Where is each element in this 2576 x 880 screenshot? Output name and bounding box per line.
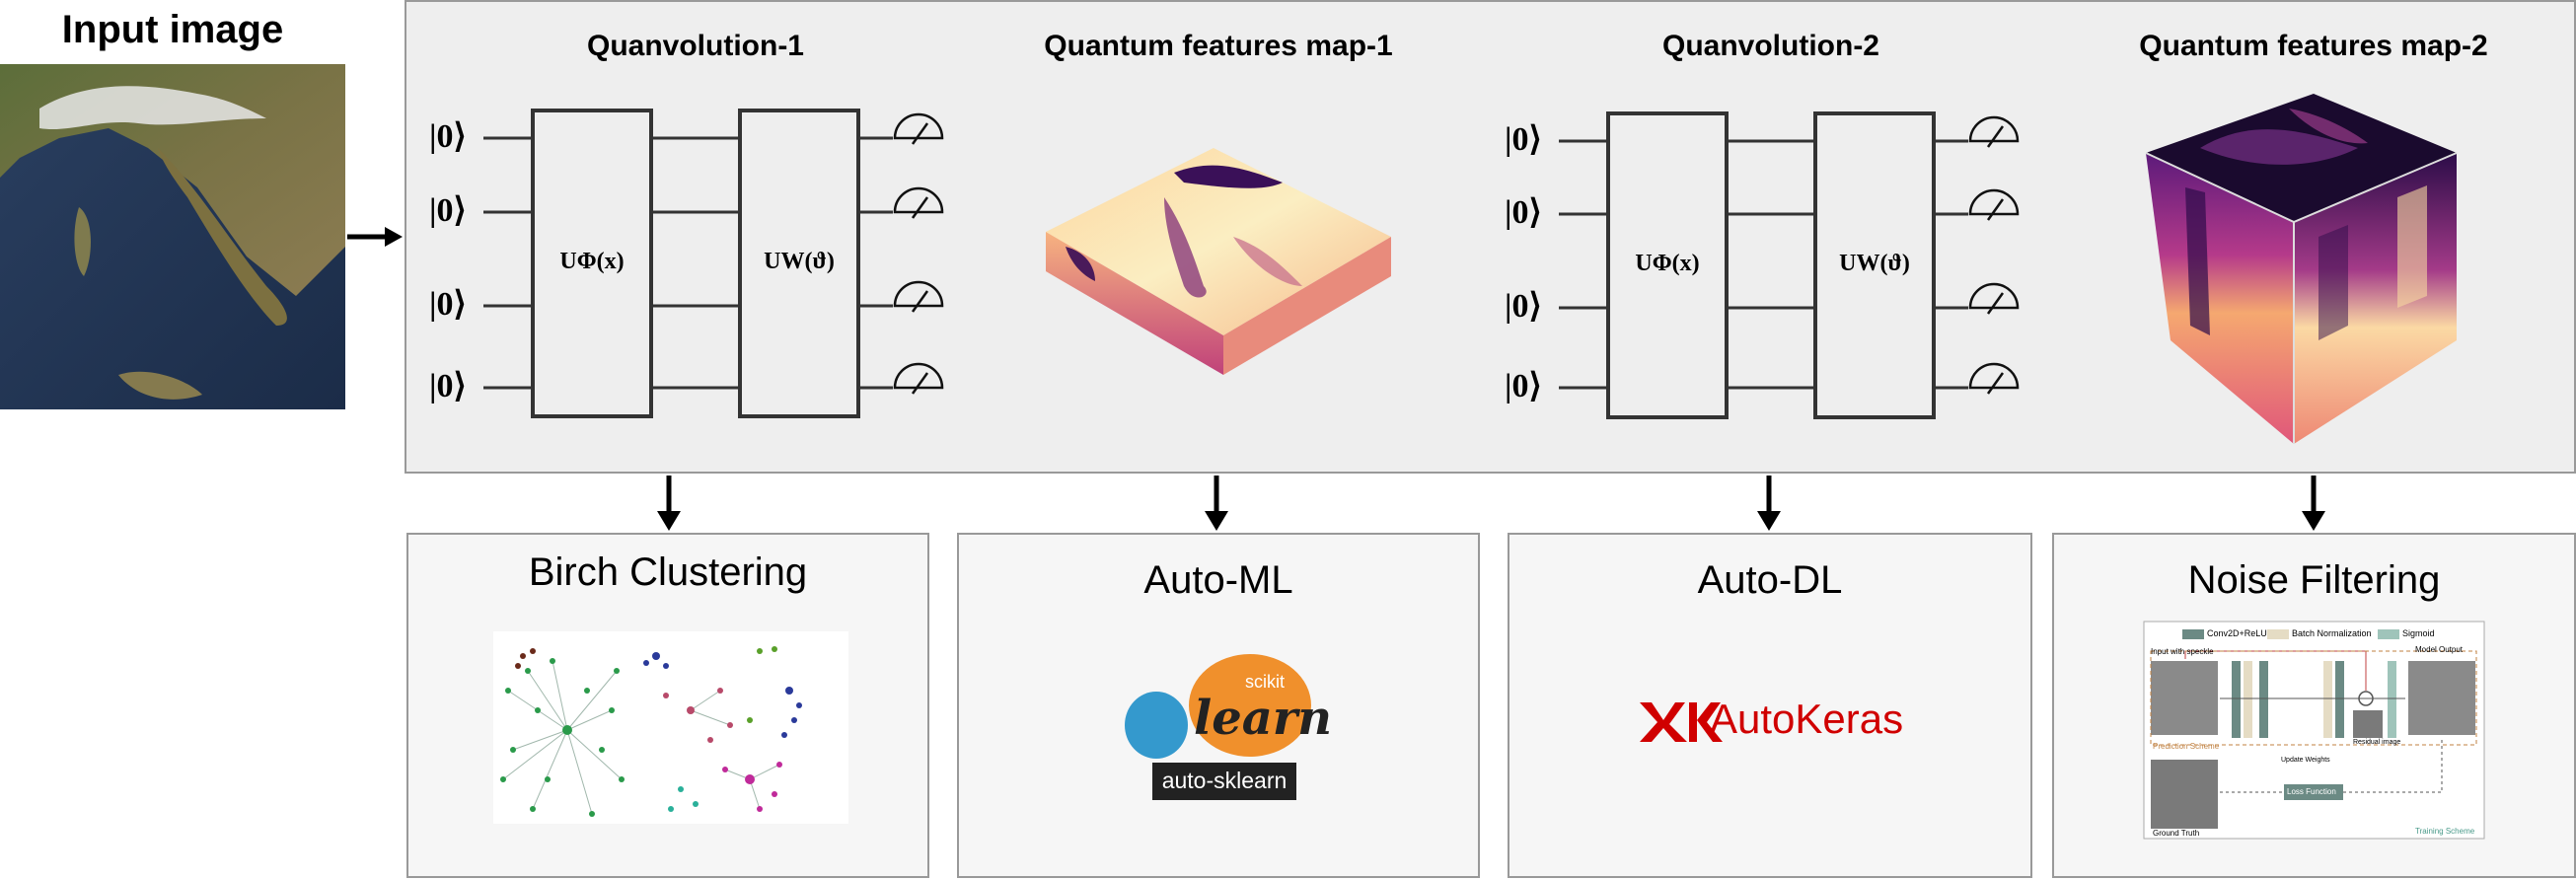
gate-u-w-2: UW(ϑ): [1839, 251, 1910, 276]
output-title-birch: Birch Clustering: [528, 550, 808, 594]
label-model-output: Model Output: [2415, 645, 2464, 654]
ket-2a: |0⟩: [1505, 121, 1542, 158]
output-box-birch: Birch Clustering: [406, 533, 929, 878]
output-title-noise: Noise Filtering: [2187, 558, 2441, 602]
label-loss-function: Loss Function: [2287, 787, 2336, 796]
label-update-weights: Update Weights: [2281, 757, 2330, 764]
ket-2d: |0⟩: [1505, 368, 1542, 404]
label-prediction-scheme: Prediction Scheme: [2153, 742, 2220, 751]
ket-1c: |0⟩: [429, 286, 467, 323]
gate-u-w-1: UW(ϑ): [764, 249, 835, 274]
ket-2b: |0⟩: [1505, 194, 1542, 231]
stage-title-features-map-2: Quantum features map-2: [2139, 30, 2488, 62]
legend-sigmoid: Sigmoid: [2402, 628, 2435, 638]
legend-bn: Batch Normalization: [2292, 628, 2372, 638]
label-training-scheme: Training Scheme: [2415, 827, 2475, 836]
quantum-pipeline-panel: [405, 0, 2576, 474]
gate-u-phi-2: UΦ(x): [1635, 251, 1700, 276]
label-residual: Residual image: [2353, 739, 2401, 746]
output-box-noise: Noise Filtering: [2052, 533, 2576, 878]
output-title-autodl: Auto-DL: [1697, 558, 1843, 602]
ket-1b: |0⟩: [429, 192, 467, 229]
stage-title-features-map-1: Quantum features map-1: [1044, 30, 1393, 62]
gate-u-phi-1: UΦ(x): [559, 249, 625, 274]
learn-label: learn: [1194, 691, 1333, 746]
output-title-automl: Auto-ML: [1143, 558, 1293, 602]
stage-title-quanvolution-1: Quanvolution-1: [587, 30, 804, 62]
label-ground-truth: Ground Truth: [2153, 829, 2200, 838]
autokeras-label: AutoKeras: [1710, 696, 1904, 742]
label-input-speckle: Input with speckle: [2151, 647, 2214, 656]
input-title: Input image: [61, 8, 284, 51]
stage-title-quanvolution-2: Quanvolution-2: [1662, 30, 1879, 62]
ket-2c: |0⟩: [1505, 288, 1542, 325]
legend-conv: Conv2D+ReLU: [2207, 628, 2267, 638]
ket-1d: |0⟩: [429, 368, 467, 404]
auto-sklearn-badge: auto-sklearn: [1161, 768, 1288, 793]
ket-1a: |0⟩: [429, 118, 467, 155]
output-box-autodl: Auto-DL: [1508, 533, 2032, 878]
scikit-label: scikit: [1245, 672, 1285, 692]
